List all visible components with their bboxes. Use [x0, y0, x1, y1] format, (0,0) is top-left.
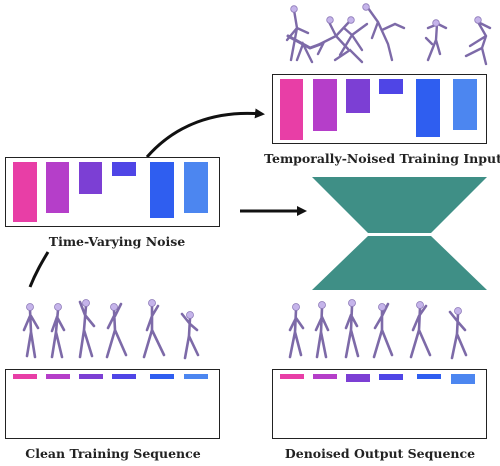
bar-4 — [379, 79, 403, 94]
clean-figure-icon — [142, 304, 166, 359]
denoised-figure-icon — [448, 310, 468, 360]
bar-4 — [379, 374, 403, 380]
bar-2 — [46, 374, 70, 379]
bar-3 — [346, 374, 370, 382]
bar-5 — [417, 374, 441, 379]
denoised-figure-icon — [409, 304, 432, 359]
clean-caption: Clean Training Sequence — [25, 446, 201, 461]
bar-6 — [451, 374, 475, 384]
bar-5 — [150, 162, 174, 218]
clean-figure-icon — [78, 300, 96, 359]
noised-input-caption: Temporally-Noised Training Input — [264, 151, 500, 166]
denoised-panel — [272, 369, 487, 439]
clean-figure-icon — [22, 308, 40, 359]
bar-1 — [280, 374, 304, 379]
bar-4 — [112, 162, 136, 176]
bar-6 — [184, 162, 208, 213]
noisy-figure-icon — [366, 6, 406, 62]
denoised-figure-icon — [344, 304, 360, 359]
bar-2 — [46, 162, 69, 213]
noise-panel — [5, 157, 220, 227]
noise-caption: Time-Varying Noise — [48, 234, 186, 249]
arrow-clean-to-noise — [28, 251, 50, 288]
noisy-figure-icon — [316, 20, 351, 56]
bar-6 — [453, 79, 477, 130]
noisy-figure-icon — [333, 22, 369, 64]
bar-3 — [79, 162, 102, 194]
denoised-caption: Denoised Output Sequence — [284, 446, 476, 461]
bar-1 — [13, 374, 37, 379]
bar-2 — [313, 374, 337, 379]
denoised-figure-icon — [288, 308, 305, 359]
bar-5 — [416, 79, 440, 137]
bar-1 — [13, 162, 37, 222]
bar-2 — [313, 79, 337, 131]
denoised-figure-icon — [372, 302, 394, 359]
bar-4 — [112, 374, 136, 379]
bar-6 — [184, 374, 208, 379]
noised-input-panel — [272, 74, 487, 144]
arrow-noise-to-noised-input — [145, 108, 265, 158]
clean-panel — [5, 369, 220, 439]
bar-3 — [79, 374, 103, 379]
denoised-figure-icon — [314, 306, 330, 359]
bar-1 — [280, 79, 303, 140]
bar-3 — [346, 79, 370, 113]
clean-figure-icon — [105, 302, 128, 359]
noisy-figure-icon — [464, 20, 492, 66]
clean-figure-icon — [180, 312, 200, 360]
clean-figure-icon — [50, 308, 66, 359]
bar-5 — [150, 374, 174, 379]
